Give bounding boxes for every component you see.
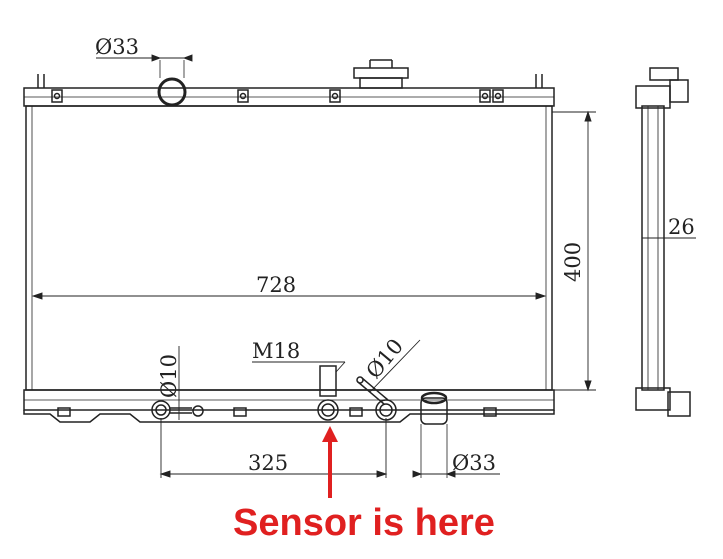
side-view [635,67,691,417]
top-inlet-diameter-label: Ø33 [95,35,139,59]
sensor-arrow [322,426,338,498]
left-fitting-diameter-label: Ø10 [157,354,181,398]
right-fitting-diameter-label: Ø10 [361,334,408,383]
dimension-lines [31,54,696,478]
core-height-label: 400 [561,242,585,282]
bottom-outlet-diameter-label: Ø33 [452,451,496,475]
core-width-label: 728 [256,273,296,297]
top-inlet [157,60,187,107]
core-thickness-label: 26 [668,215,695,239]
dimension-labels: Ø33 728 400 26 M18 Ø10 Ø10 325 Ø33 [95,35,695,475]
sensor-thread-label: M18 [252,339,300,363]
top-tank [23,59,555,107]
outlet-offset-label: 325 [248,451,288,475]
sensor-callout: Sensor is here [233,502,495,544]
